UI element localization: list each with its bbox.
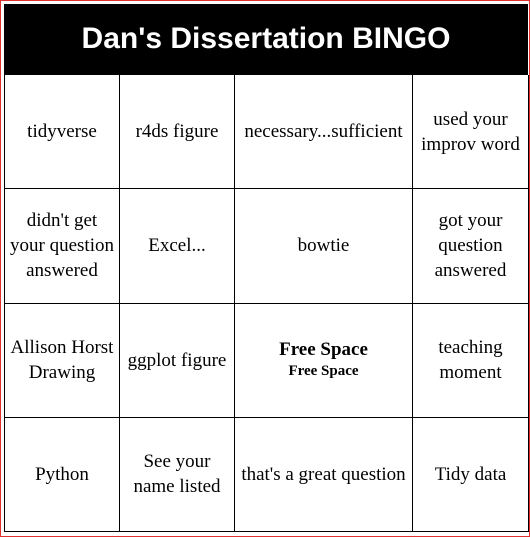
bingo-cell[interactable]: tidyverse <box>5 75 120 190</box>
bingo-cell[interactable]: teaching moment <box>413 303 529 418</box>
free-space-sublabel: Free Space <box>288 363 359 380</box>
free-space-label: Free Space <box>279 339 368 361</box>
free-space-cell[interactable]: Free Space Free Space <box>235 303 413 418</box>
bingo-cell[interactable]: Tidy data <box>413 417 529 532</box>
bingo-cell[interactable]: ggplot figure <box>120 303 235 418</box>
bingo-cell[interactable]: didn't get your question answered <box>5 189 120 304</box>
bingo-cell[interactable]: got your question answered <box>413 189 529 304</box>
bingo-cell[interactable]: Excel... <box>120 189 235 304</box>
bingo-cell[interactable]: Python <box>5 417 120 532</box>
bingo-cell[interactable]: that's a great question <box>235 417 413 532</box>
bingo-cell[interactable]: necessary...sufficient <box>235 75 413 190</box>
bingo-title: Dan's Dissertation BINGO <box>4 4 528 74</box>
bingo-cell[interactable]: bowtie <box>235 189 413 304</box>
bingo-cell[interactable]: See your name listed <box>120 417 235 532</box>
bingo-cell[interactable]: used your improv word <box>413 75 529 190</box>
bingo-cell[interactable]: Allison Horst Drawing <box>5 303 120 418</box>
bingo-grid: tidyverse r4ds figure necessary...suffic… <box>4 74 529 532</box>
bingo-cell[interactable]: r4ds figure <box>120 75 235 190</box>
